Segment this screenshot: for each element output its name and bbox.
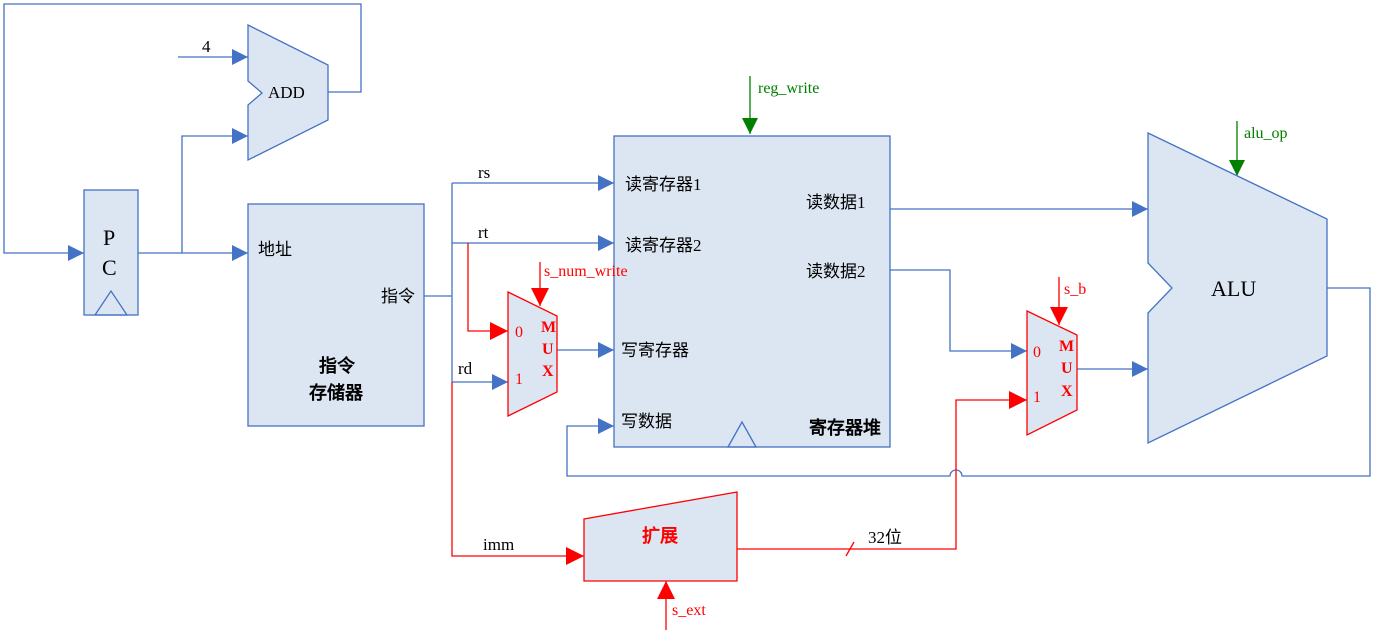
wire-imm-to-ext xyxy=(451,382,584,565)
mux-write-reg: 0 1 M U X xyxy=(507,290,558,418)
signal-labels: rs rt rd imm 32位 reg_write alu_op s_num_… xyxy=(458,80,1288,619)
mux2-in0-label: 0 xyxy=(1033,344,1041,361)
mux1-letter-x: X xyxy=(542,363,554,380)
regfile-clock-triangle xyxy=(726,420,758,448)
regfile-write-data: 写数据 xyxy=(621,412,672,431)
mux1-letter-u: U xyxy=(542,341,554,358)
adder-label: ADD xyxy=(268,83,305,102)
extend-label: 扩展 xyxy=(642,525,679,546)
imem-addr-port: 地址 xyxy=(258,240,292,259)
control-s-num-write: s_num_write xyxy=(544,263,628,280)
mux1-letter-m: M xyxy=(541,319,556,336)
wire-rt-to-mux1 xyxy=(467,243,508,340)
mux1-in1-label: 1 xyxy=(515,371,523,388)
red-wires xyxy=(451,243,1068,630)
control-reg-write: reg_write xyxy=(758,80,819,97)
wire-readdata2-to-mux2 xyxy=(890,269,1027,359)
wire-pc-to-add xyxy=(181,128,248,253)
pc-clock-triangle xyxy=(93,289,129,316)
signal-rs: rs xyxy=(478,163,490,182)
pc-label-line1: P xyxy=(103,225,115,250)
signal-rt: rt xyxy=(478,223,489,242)
mux2-letter-x: X xyxy=(1061,383,1073,400)
control-alu-op: alu_op xyxy=(1244,125,1288,142)
signal-ext-width: 32位 xyxy=(868,528,902,547)
regfile-write-reg: 写寄存器 xyxy=(621,341,689,360)
mux2-letter-m: M xyxy=(1059,338,1074,355)
wire-ext-to-mux2 xyxy=(737,391,1027,550)
signal-imm: imm xyxy=(483,535,514,554)
control-s-b: s_b xyxy=(1064,281,1086,298)
control-s-ext: s_ext xyxy=(672,602,706,619)
mux2-in1-label: 1 xyxy=(1033,389,1041,406)
imem-title-line2: 存储器 xyxy=(309,382,364,403)
wire-add-to-pc xyxy=(3,3,362,261)
mux2-letter-u: U xyxy=(1061,360,1073,377)
signal-rd: rd xyxy=(458,359,473,378)
extend-block: 扩展 xyxy=(583,491,738,582)
regfile-read-data1: 读数据1 xyxy=(806,193,866,212)
const-4-label: 4 xyxy=(202,37,211,56)
alu-label: ALU xyxy=(1211,276,1256,301)
regfile-read-data2: 读数据2 xyxy=(806,262,866,281)
instruction-memory: 地址 指令 指令 存储器 xyxy=(247,203,425,427)
alu-block: ALU xyxy=(1147,131,1328,445)
mux-alu-b: 0 1 M U X xyxy=(1026,309,1078,437)
imem-title-line1: 指令 xyxy=(319,355,356,376)
green-controls xyxy=(742,76,1245,176)
pc-register: P C xyxy=(83,189,139,316)
mux1-in0-label: 0 xyxy=(515,324,523,341)
pc-label-line2: C xyxy=(102,255,117,280)
register-file: 读寄存器1 读寄存器2 写寄存器 写数据 读数据1 读数据2 寄存器堆 xyxy=(613,135,891,448)
regfile-read-reg2: 读寄存器2 xyxy=(625,236,702,255)
regfile-title: 寄存器堆 xyxy=(809,417,881,438)
adder-block: ADD 4 xyxy=(202,23,329,162)
bus-width-slash xyxy=(845,541,855,557)
regfile-read-reg1: 读寄存器1 xyxy=(625,175,702,194)
imem-instr-port: 指令 xyxy=(381,287,415,306)
